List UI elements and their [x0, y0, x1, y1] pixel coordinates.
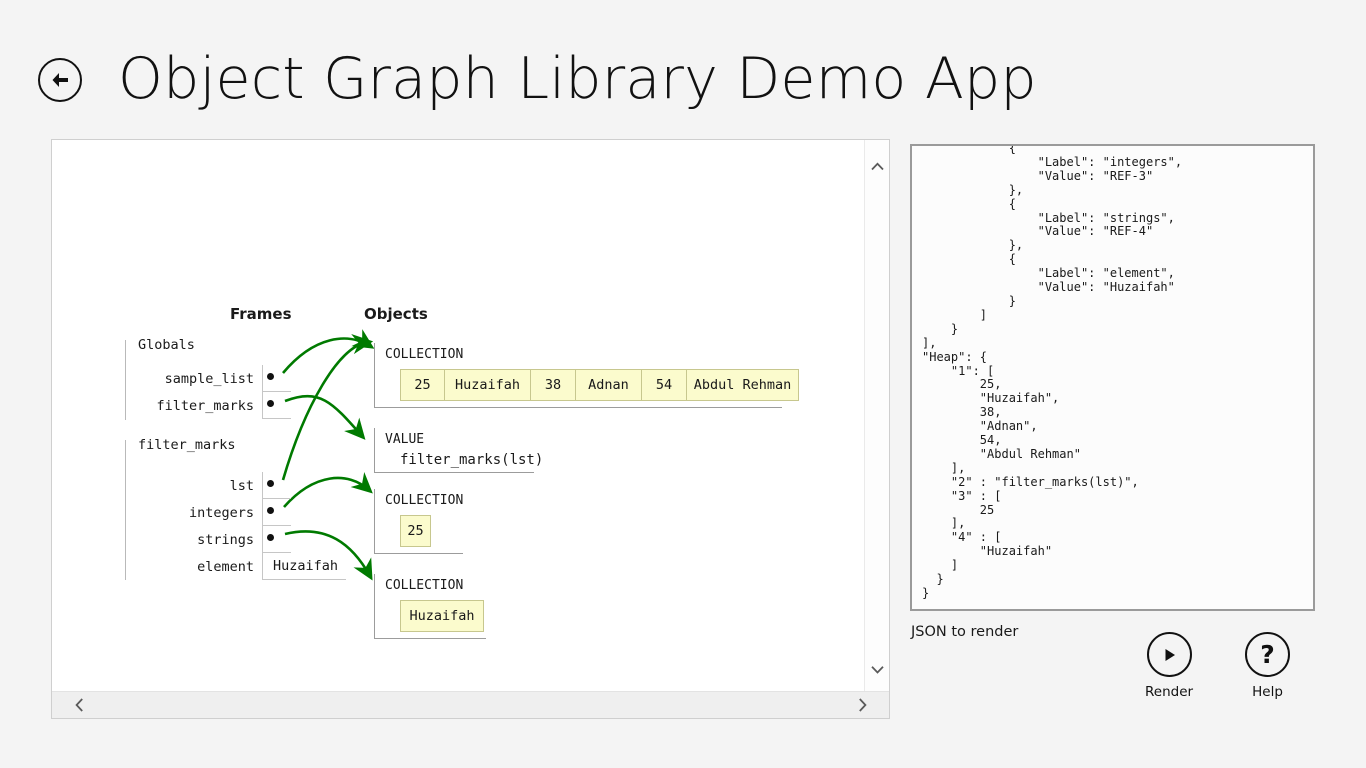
canvas-viewport: Frames Objects Globals: [52, 140, 865, 692]
canvas-horizontal-scrollbar[interactable]: [52, 691, 889, 718]
frames-column-header: Frames: [230, 305, 292, 323]
object-cells: 25 Huzaifah 38 Adnan 54 Abdul Rehman: [400, 369, 799, 401]
reference-slot: [262, 472, 291, 499]
collection-cell: Adnan: [576, 369, 642, 401]
variable-row-sample-list[interactable]: sample_list: [119, 365, 291, 392]
help-button[interactable]: ? Help: [1245, 632, 1290, 700]
variable-row-strings[interactable]: strings: [119, 526, 291, 553]
reference-dot: [267, 534, 274, 541]
variable-label: integers: [188, 504, 254, 521]
object-cells: Huzaifah: [400, 600, 484, 632]
object-kind-label: COLLECTION: [385, 493, 464, 508]
chevron-right-icon[interactable]: [849, 692, 875, 718]
json-panel-caption: JSON to render: [911, 624, 1019, 640]
value-slot: Huzaifah: [262, 553, 347, 580]
reference-slot: [262, 365, 291, 392]
variable-row-filter-marks[interactable]: filter_marks: [119, 392, 291, 419]
variable-label: strings: [197, 531, 254, 548]
reference-dot: [267, 507, 274, 514]
frame-title: Globals: [138, 337, 195, 353]
variable-row-element[interactable]: element Huzaifah: [119, 553, 347, 580]
collection-cell: 38: [531, 369, 576, 401]
question-mark-icon: ?: [1245, 632, 1290, 677]
variable-label: filter_marks: [156, 397, 254, 414]
object-collection-3: COLLECTION 25: [374, 489, 463, 554]
render-button[interactable]: Render: [1145, 632, 1193, 700]
frame-title: filter_marks: [138, 437, 236, 453]
frame-filter-marks: filter_marks lst integers strings elemen…: [125, 437, 347, 580]
chevron-left-icon[interactable]: [66, 692, 92, 718]
json-textarea-content[interactable]: { "Label": "integers", "Value": "REF-3" …: [922, 144, 1183, 600]
back-button[interactable]: [38, 58, 82, 102]
reference-dot: [267, 400, 274, 407]
object-value-2: VALUE filter_marks(lst): [374, 428, 543, 473]
chevron-down-icon[interactable]: [865, 658, 889, 680]
play-icon: [1146, 632, 1192, 677]
object-kind-label: COLLECTION: [385, 578, 464, 593]
reference-dot: [267, 373, 274, 380]
object-kind-label: VALUE: [385, 432, 425, 447]
object-value-text: filter_marks(lst): [400, 452, 544, 468]
variable-label: sample_list: [164, 370, 254, 387]
reference-slot: [262, 392, 291, 419]
render-button-label: Render: [1145, 684, 1194, 700]
object-kind-label: COLLECTION: [385, 347, 464, 362]
json-input-panel[interactable]: { "Label": "integers", "Value": "REF-3" …: [910, 144, 1315, 611]
objects-column-header: Objects: [364, 305, 428, 323]
reference-dot: [267, 480, 274, 487]
collection-cell: Huzaifah: [445, 369, 531, 401]
frame-globals: Globals sample_list filter_marks: [125, 337, 291, 420]
page-title: Object Graph Library Demo App: [118, 46, 1037, 112]
collection-cell: Huzaifah: [400, 600, 484, 632]
collection-cell: 25: [400, 369, 445, 401]
chevron-up-icon[interactable]: [865, 155, 889, 177]
variable-row-lst[interactable]: lst: [119, 472, 291, 499]
canvas-vertical-scrollbar[interactable]: [864, 140, 889, 692]
question-mark-glyph: ?: [1260, 640, 1275, 669]
object-collection-4: COLLECTION Huzaifah: [374, 574, 486, 639]
help-button-label: Help: [1252, 684, 1283, 700]
collection-cell: 25: [400, 515, 431, 547]
object-collection-1: COLLECTION 25 Huzaifah 38 Adnan 54 Abdul…: [374, 343, 799, 408]
object-cells: 25: [400, 515, 431, 547]
reference-slot: [262, 526, 291, 553]
back-arrow-icon: [52, 73, 68, 87]
variable-row-integers[interactable]: integers: [119, 499, 291, 526]
variable-label: element: [197, 558, 254, 575]
collection-cell: Abdul Rehman: [687, 369, 799, 401]
variable-label: lst: [229, 477, 254, 494]
collection-cell: 54: [642, 369, 687, 401]
reference-slot: [262, 499, 291, 526]
object-graph-canvas: Frames Objects Globals: [51, 139, 890, 719]
